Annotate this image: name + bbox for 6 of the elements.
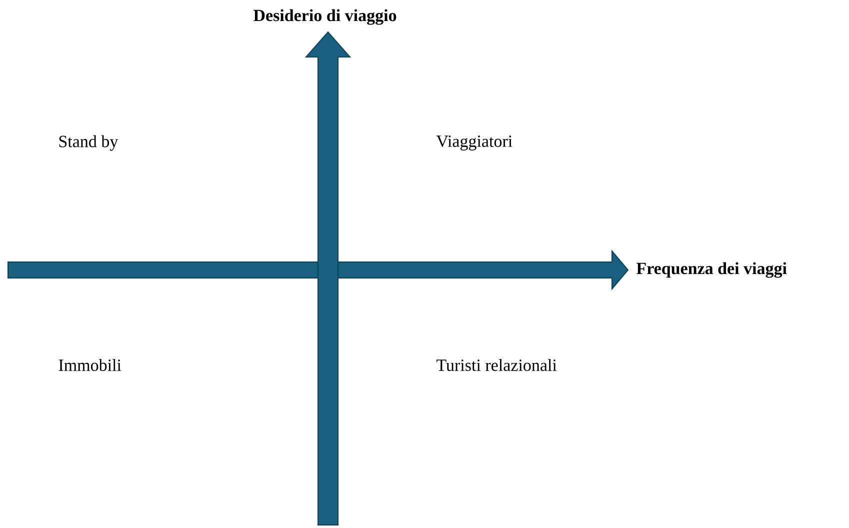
quadrant-label: Viaggiatori: [436, 136, 512, 150]
axis-title: Frequenza dei viaggi: [636, 262, 787, 278]
quadrant-label: Immobili: [58, 359, 122, 371]
quadrant-label: Stand by: [59, 135, 118, 151]
axis-title: Desiderio di viaggio: [254, 9, 396, 25]
quadrant-label: Turisti relazionali: [436, 359, 557, 371]
